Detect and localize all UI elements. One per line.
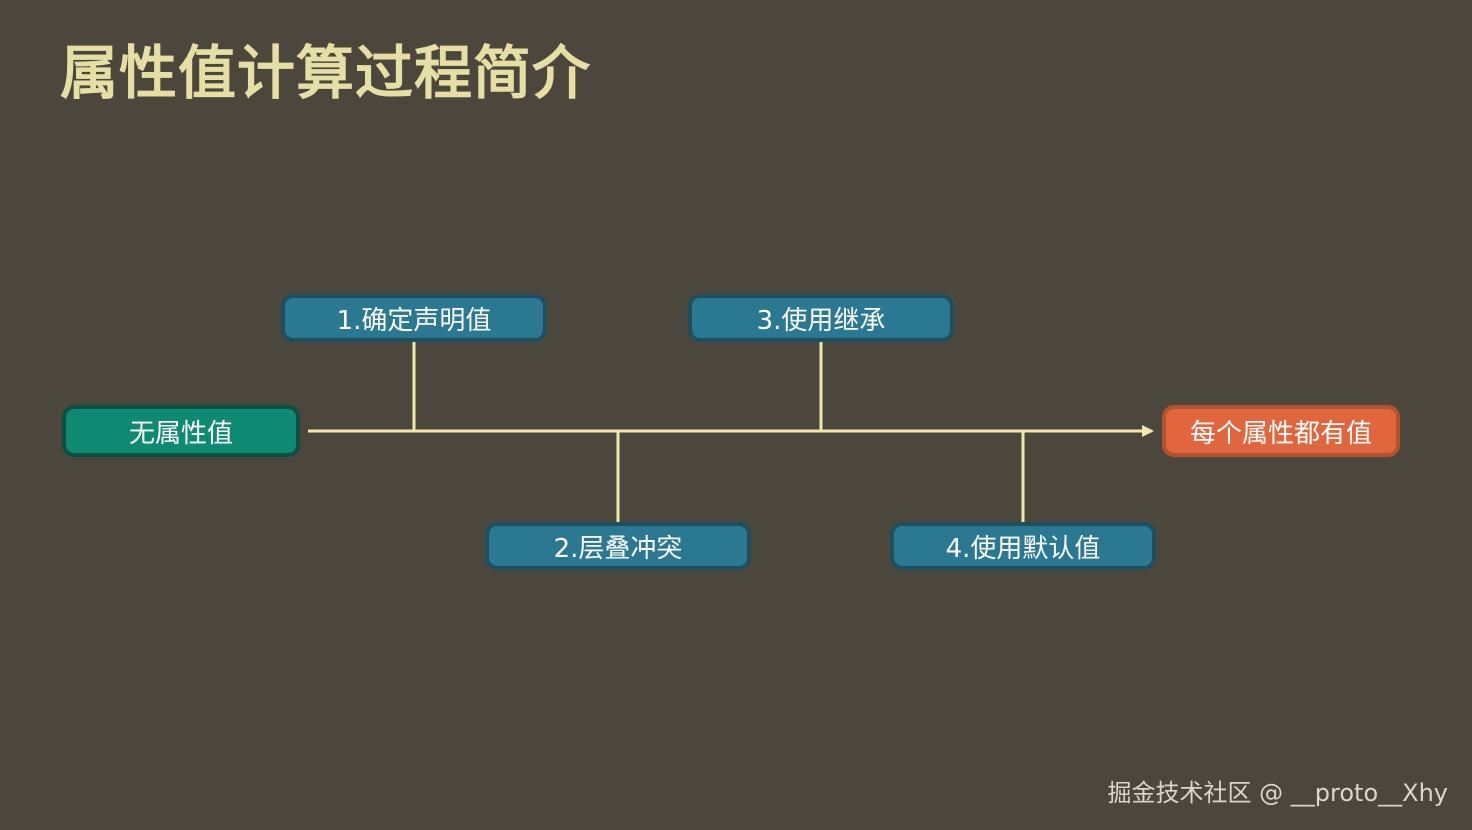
step-node-label: 2.层叠冲突 [553, 533, 683, 564]
watermark: 掘金技术社区 @ __proto__Xhy [1107, 779, 1448, 807]
end-node: 每个属性都有值 [1162, 405, 1400, 457]
step-node-label: 1.确定声明值 [336, 305, 492, 336]
step-node-4: 4.使用默认值 [890, 522, 1156, 570]
step-node-label: 3.使用继承 [756, 305, 886, 336]
start-node: 无属性值 [62, 405, 300, 457]
step-node-3: 3.使用继承 [688, 294, 954, 342]
step-node-label: 4.使用默认值 [945, 533, 1101, 564]
slide-title: 属性值计算过程简介 [60, 39, 592, 107]
start-node-label: 无属性值 [128, 418, 233, 449]
end-node-label: 每个属性都有值 [1189, 418, 1372, 449]
step-node-2: 2.层叠冲突 [485, 522, 751, 570]
step-node-1: 1.确定声明值 [281, 294, 547, 342]
